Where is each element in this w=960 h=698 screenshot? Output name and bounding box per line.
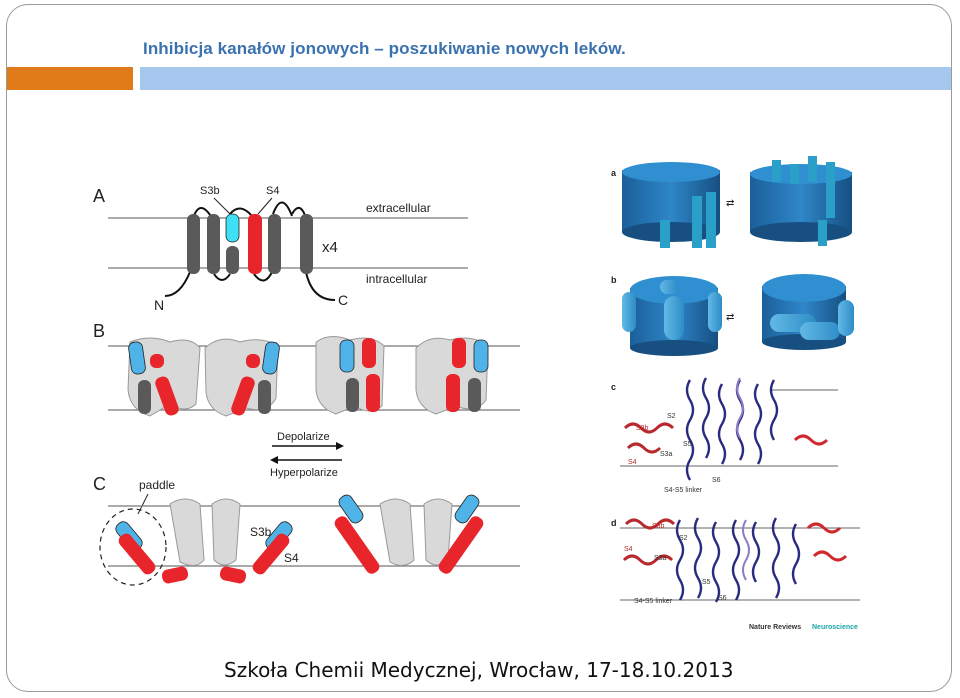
svg-text:c: c — [611, 382, 616, 392]
svg-text:d: d — [611, 518, 617, 528]
blue-header-bar — [140, 67, 951, 90]
helix-s1 — [187, 214, 200, 274]
svg-text:⇄: ⇄ — [726, 198, 734, 209]
panel-a-label: A — [93, 186, 105, 206]
svg-text:S4: S4 — [624, 546, 633, 553]
svg-text:b: b — [611, 275, 617, 285]
svg-text:S2: S2 — [667, 413, 676, 420]
svg-text:S2: S2 — [679, 535, 688, 542]
s3b-arrow — [213, 197, 231, 215]
svg-text:S6: S6 — [712, 477, 721, 484]
c-s3b-label: S3b — [250, 525, 272, 539]
helix-s4 — [248, 214, 262, 274]
x4-label: x4 — [322, 239, 338, 256]
panel-c: C paddle S3b S4 — [93, 474, 520, 586]
credit-neuroscience: Neuroscience — [812, 624, 858, 631]
svg-text:S3a: S3a — [654, 555, 667, 562]
helix-s6 — [300, 214, 313, 274]
slide-title: Inhibicja kanałów jonowych – poszukiwani… — [143, 39, 626, 58]
svg-text:S3a: S3a — [660, 451, 673, 458]
c-terminus-label: C — [338, 292, 348, 308]
svg-text:S6: S6 — [718, 595, 727, 602]
slide-footer: Szkoła Chemii Medycznej, Wrocław, 17-18.… — [224, 658, 734, 682]
n-terminus-label: N — [154, 297, 164, 313]
hyperpolarize-label: Hyperpolarize — [270, 467, 338, 479]
svg-text:S4-S5 linker: S4-S5 linker — [634, 598, 673, 605]
svg-text:S5: S5 — [702, 579, 711, 586]
panel-b: B — [93, 321, 520, 417]
helix-s2 — [207, 214, 220, 274]
svg-text:S5: S5 — [683, 441, 692, 448]
helix-s3a — [226, 246, 239, 274]
helix-s3b — [225, 213, 240, 243]
svg-text:⇄: ⇄ — [726, 312, 734, 323]
intracellular-label: intracellular — [366, 272, 427, 286]
svg-text:S4-S5 linker: S4-S5 linker — [664, 487, 703, 494]
paddle-label: paddle — [139, 478, 175, 492]
s4-label: S4 — [266, 185, 279, 197]
state-arrows: Depolarize Hyperpolarize — [270, 431, 344, 479]
svg-text:S3b: S3b — [652, 523, 665, 530]
panel-b-label: B — [93, 321, 105, 341]
s3b-label: S3b — [200, 185, 220, 197]
orange-header-bar — [7, 67, 133, 90]
extracellular-label: extracellular — [366, 201, 431, 215]
svg-text:S3b: S3b — [636, 425, 649, 432]
panel-a: A S3b S4 extracellular intracellular x4 … — [93, 185, 468, 313]
svg-text:a: a — [611, 168, 617, 178]
paddle-circle — [99, 508, 167, 586]
right-figure: a b c d ⇄ ⇄ — [611, 156, 860, 631]
panel-c-label: C — [93, 474, 106, 494]
svg-text:S4: S4 — [628, 459, 637, 466]
credit-nature-reviews: Nature Reviews — [749, 624, 801, 631]
c-s4-label: S4 — [284, 551, 299, 565]
depolarize-label: Depolarize — [277, 431, 330, 443]
helix-s5 — [268, 214, 281, 274]
s4-arrow — [257, 197, 273, 215]
